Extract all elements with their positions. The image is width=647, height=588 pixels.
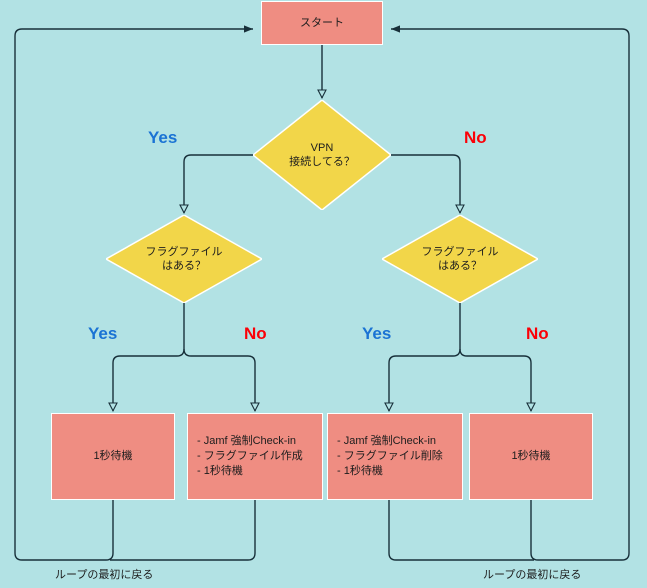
edge-flagright-yes bbox=[384, 348, 461, 413]
node-flag-left-decision[interactable]: フラグファイル はある？ bbox=[106, 215, 262, 303]
edge-label-flag-right-no: No bbox=[526, 324, 549, 343]
flag-right-line2: はある？ bbox=[438, 260, 482, 272]
edge-flagleft-yes bbox=[108, 348, 185, 413]
flag-left-decision-label: フラグファイル はある？ bbox=[106, 215, 262, 303]
node-wait-left[interactable]: 1秒待機 bbox=[51, 413, 175, 500]
vpn-diamond-shape bbox=[253, 100, 391, 210]
node-delete-flag[interactable]: - Jamf 強制Check-in - フラグファイル削除 - 1秒待機 bbox=[327, 413, 463, 500]
node-flag-right-decision[interactable]: フラグファイル はある？ bbox=[382, 215, 538, 303]
create-flag-line3: - 1秒待機 bbox=[197, 465, 243, 477]
node-wait-right-label: 1秒待機 bbox=[511, 450, 551, 462]
flag-right-diamond-shape bbox=[382, 215, 538, 303]
create-flag-line1: - Jamf 強制Check-in bbox=[197, 435, 297, 447]
edge-loop-right-outer bbox=[391, 25, 630, 561]
create-flag-line2: - フラグファイル作成 bbox=[197, 450, 303, 462]
delete-flag-line1: - Jamf 強制Check-in bbox=[337, 435, 437, 447]
vpn-decision-line1: VPN bbox=[310, 142, 334, 154]
node-wait-left-label: 1秒待機 bbox=[93, 450, 133, 462]
node-wait-right[interactable]: 1秒待機 bbox=[469, 413, 593, 500]
flag-left-diamond-shape bbox=[106, 215, 262, 303]
delete-flag-line3: - 1秒待機 bbox=[337, 465, 383, 477]
vpn-decision-line2: 接続してる？ bbox=[289, 156, 355, 168]
edge-label-flag-left-yes: Yes bbox=[88, 324, 118, 343]
flag-left-line2: はある？ bbox=[162, 260, 206, 272]
edge-label-vpn-no: No bbox=[464, 128, 487, 147]
edge-label-vpn-yes: Yes bbox=[148, 128, 178, 147]
edge-label-flag-right-yes: Yes bbox=[362, 324, 392, 343]
flag-left-line1: フラグファイル bbox=[145, 246, 223, 258]
node-start[interactable]: スタート bbox=[261, 1, 383, 45]
edge-loop-deleteflag bbox=[388, 500, 534, 561]
node-create-flag[interactable]: - Jamf 強制Check-in - フラグファイル作成 - 1秒待機 bbox=[187, 413, 323, 500]
edge-loop-left-outer bbox=[14, 25, 253, 561]
edge-vpn-no bbox=[390, 154, 465, 215]
edge-flagleft-no bbox=[183, 348, 260, 413]
flag-right-decision-label: フラグファイル はある？ bbox=[382, 215, 538, 303]
edge-vpn-yes bbox=[179, 154, 254, 215]
flag-right-line1: フラグファイル bbox=[421, 246, 499, 258]
delete-flag-line2: - フラグファイル削除 bbox=[337, 450, 443, 462]
node-start-label: スタート bbox=[300, 16, 344, 29]
footer-label-left: ループの最初に戻る bbox=[55, 569, 154, 581]
vpn-decision-label: VPN 接続してる？ bbox=[253, 100, 391, 210]
edge-loop-createflag bbox=[110, 500, 256, 561]
footer-label-right: ループの最初に戻る bbox=[483, 569, 582, 581]
edge-label-flag-left-no: No bbox=[244, 324, 267, 343]
edge-flagright-no bbox=[459, 348, 536, 413]
node-vpn-decision[interactable]: VPN 接続してる？ bbox=[253, 100, 391, 210]
